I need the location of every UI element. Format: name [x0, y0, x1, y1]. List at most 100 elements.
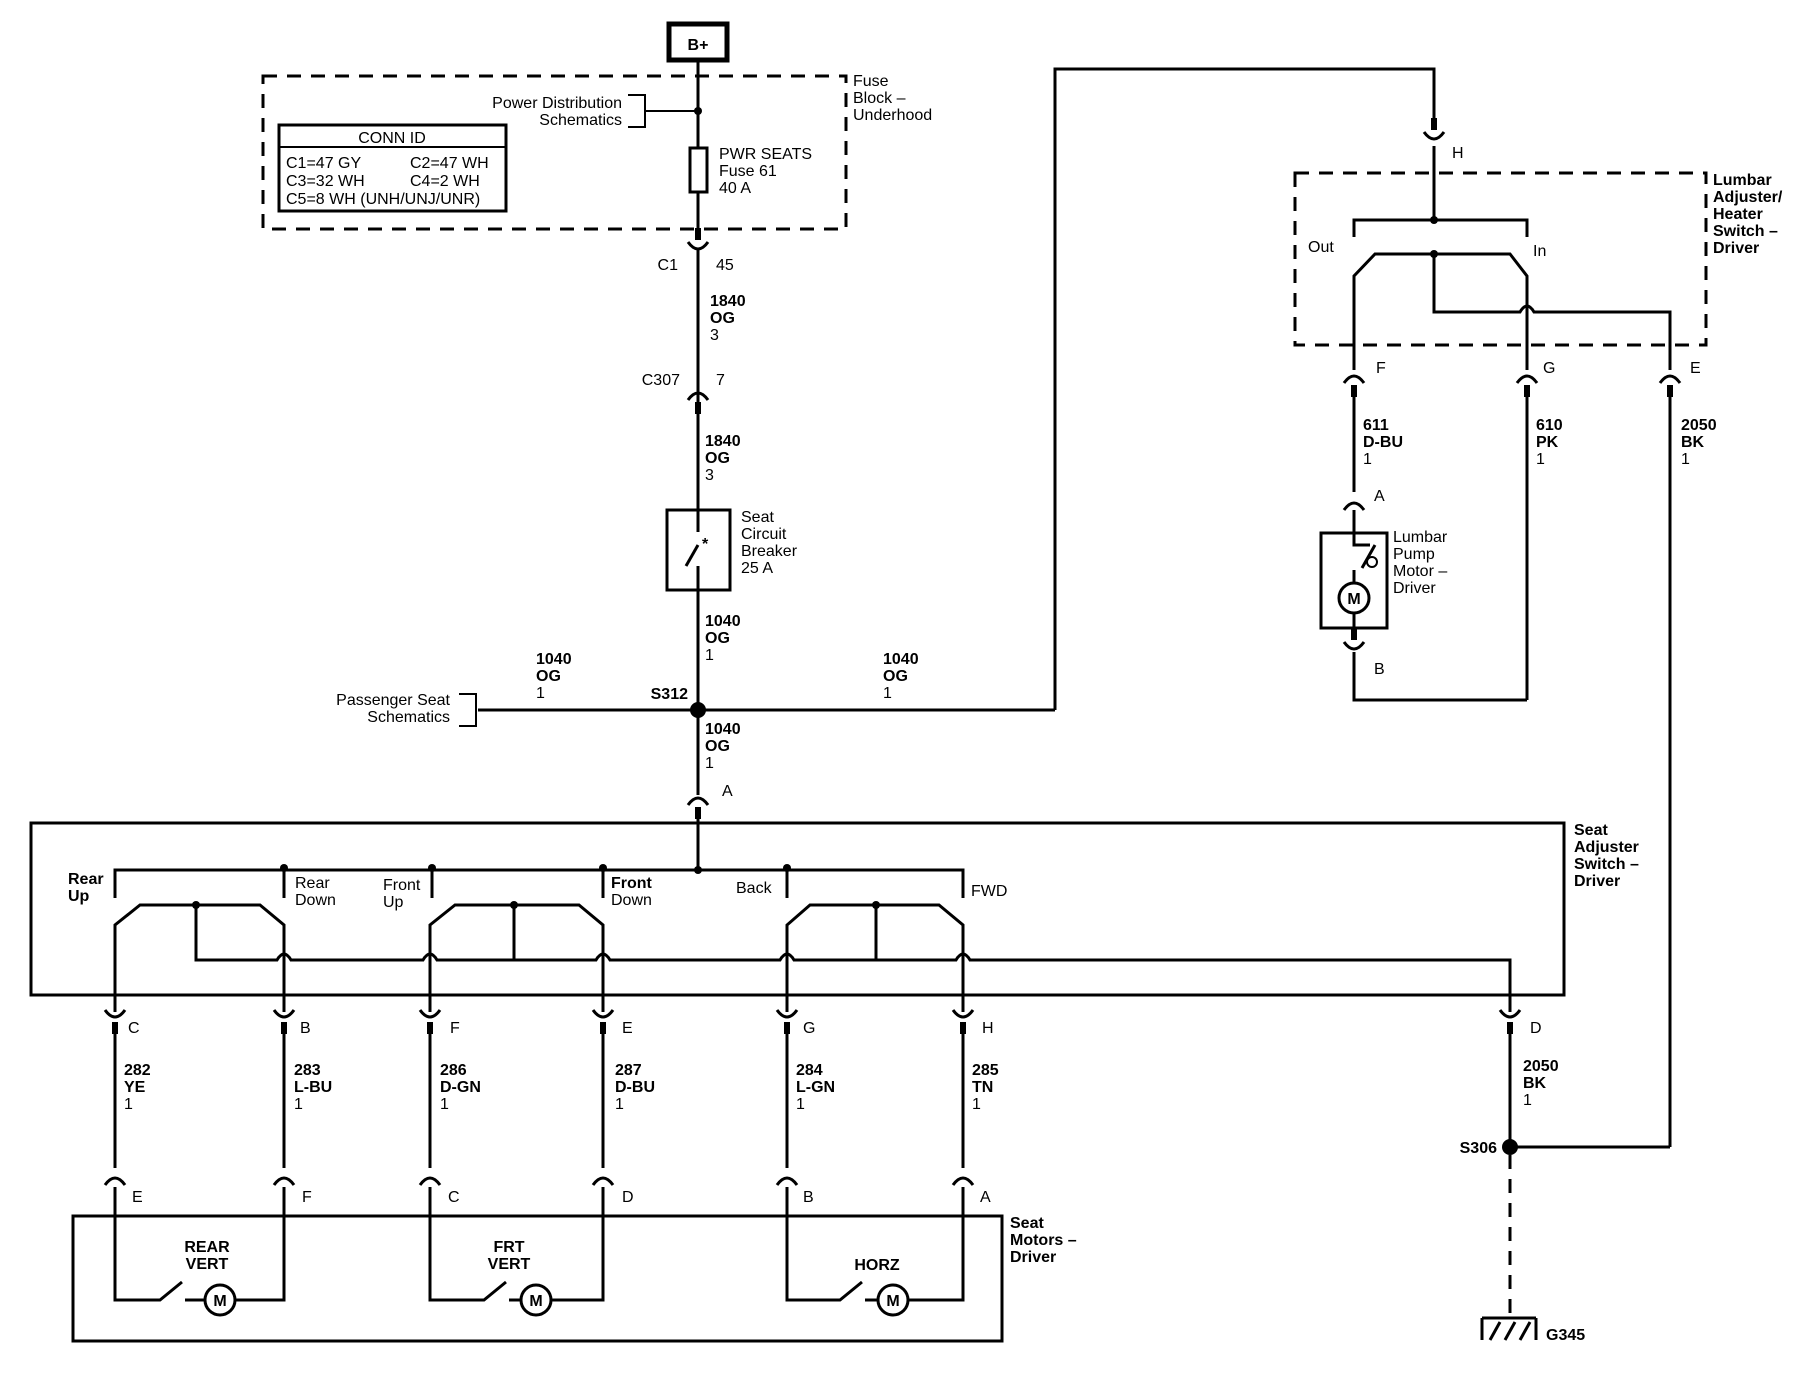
wire-283-gauge: 1	[294, 1096, 303, 1113]
wire-283-num: 283	[294, 1062, 321, 1079]
c1-pin-label: 45	[716, 257, 734, 274]
seat-motors-driver: E F C D B A Seat Motors – Driver M REAR …	[71, 1176, 1077, 1343]
switch-pin-b: B	[300, 1020, 311, 1037]
seat-switch-pin-a: A	[722, 783, 733, 800]
fuse-block-underhood: Fuse Block – Underhood Power Distributio…	[261, 73, 932, 231]
fuse-block-label-2: Block –	[853, 90, 906, 107]
fuse-block-label-3: Underhood	[853, 107, 932, 124]
pos-rear-down-1: Rear	[295, 875, 330, 892]
pos-rear-down-2: Down	[295, 892, 336, 909]
rear-vert-motor-symbol: M	[213, 1293, 226, 1310]
c307-label: C307	[642, 372, 680, 389]
conn-id-c4: C4=2 WH	[410, 173, 480, 190]
power-dist-bracket	[628, 94, 646, 128]
frt-vert-label-2: VERT	[488, 1256, 531, 1273]
svg-text:*: *	[702, 536, 709, 553]
lumbar-switch-label-2: Adjuster/	[1713, 189, 1783, 206]
wire-611-num: 611	[1363, 417, 1389, 434]
wire-1040-right-color: OG	[883, 668, 908, 685]
c307-pin-label: 7	[716, 372, 725, 389]
breaker-label-2: Circuit	[741, 526, 787, 543]
s312-label: S312	[651, 686, 688, 703]
pos-front-down-2: Down	[611, 892, 652, 909]
wire-1840b-gauge: 3	[705, 467, 714, 484]
switch-pin-h: H	[982, 1020, 994, 1037]
wire-2050-bot-color: BK	[1523, 1075, 1547, 1092]
wire-611-color: D-BU	[1363, 434, 1403, 451]
wire-282-gauge: 1	[124, 1096, 133, 1113]
wire-282-color: YE	[124, 1079, 146, 1096]
breaker-label-1: Seat	[741, 509, 774, 526]
pos-front-up-2: Up	[383, 894, 404, 911]
fuse-block-label-1: Fuse	[853, 73, 889, 90]
seat-switch-label-4: Driver	[1574, 873, 1620, 890]
motor-pin-b: B	[1374, 661, 1385, 678]
wire-285-num: 285	[972, 1062, 999, 1079]
conn-id-title: CONN ID	[358, 130, 426, 147]
lumbar-pin-h: H	[1452, 145, 1464, 162]
switch-pin-d: D	[1530, 1020, 1542, 1037]
seat-switch-pins: C B F E G H D	[103, 1009, 1542, 1037]
motor-pin-d: D	[622, 1189, 634, 1206]
wire-610-num: 610	[1536, 417, 1563, 434]
seat-motors-label-1: Seat	[1010, 1215, 1044, 1232]
connector-c1: C1 45	[658, 228, 734, 274]
rear-vert-label-2: VERT	[186, 1256, 229, 1273]
wire-287-num: 287	[615, 1062, 642, 1079]
seat-motors-label-2: Motors –	[1010, 1232, 1077, 1249]
passenger-label-2: Schematics	[367, 709, 450, 726]
motor-pin-e: E	[132, 1189, 143, 1206]
motor-pin-b: B	[803, 1189, 814, 1206]
pos-front-up-1: Front	[383, 877, 421, 894]
seat-switch-label-2: Adjuster	[1574, 839, 1639, 856]
wire-1040-down-gauge: 1	[705, 755, 714, 772]
wire-287-gauge: 1	[615, 1096, 624, 1113]
splice-s312	[690, 702, 706, 718]
wire-1040-right-gauge: 1	[883, 685, 892, 702]
wire-1840a-gauge: 3	[710, 327, 719, 344]
lumbar-adjuster-switch: Lumbar Adjuster/ Heater Switch – Driver …	[1293, 146, 1783, 347]
wire-285-gauge: 1	[972, 1096, 981, 1113]
lumbar-motor-symbol: M	[1347, 591, 1360, 608]
lumbar-motor-label-4: Driver	[1393, 580, 1436, 597]
wire-1040-right-num: 1040	[883, 651, 919, 668]
conn-id-c5: C5=8 WH (UNH/UNJ/UNR)	[286, 191, 480, 208]
wire-2050-top-gauge: 1	[1681, 451, 1690, 468]
lumbar-switch-label-1: Lumbar	[1713, 172, 1772, 189]
wire-1040-cb-color: OG	[705, 630, 730, 647]
battery-terminal: B+	[666, 21, 730, 63]
switch-pin-c: C	[128, 1020, 140, 1037]
wire-1040-left-num: 1040	[536, 651, 572, 668]
lumbar-switch-label-3: Heater	[1713, 206, 1763, 223]
pos-rear-up-2: Up	[68, 888, 90, 905]
breaker-label-4: 25 A	[741, 560, 773, 577]
battery-label: B+	[688, 37, 709, 54]
switch-pin-g: G	[803, 1020, 815, 1037]
horz-motor-symbol: M	[886, 1293, 899, 1310]
seat-adjuster-switch: Seat Adjuster Switch – Driver Rear Up Re…	[29, 819, 1639, 997]
wire-284-gauge: 1	[796, 1096, 805, 1113]
wire-285-color: TN	[972, 1079, 993, 1096]
motor-pin-c: C	[448, 1189, 460, 1206]
pos-rear-up-1: Rear	[68, 871, 104, 888]
seat-switch-label-1: Seat	[1574, 822, 1608, 839]
fuse-label-3: 40 A	[719, 180, 751, 197]
conn-id-c3: C3=32 WH	[286, 173, 365, 190]
wire-2050-top-num: 2050	[1681, 417, 1717, 434]
motor-pin-a: A	[980, 1189, 991, 1206]
wire-284-num: 284	[796, 1062, 823, 1079]
switch-pin-f: F	[450, 1020, 460, 1037]
pos-front-down-1: Front	[611, 875, 653, 892]
s306-label: S306	[1460, 1140, 1497, 1157]
lumbar-switch-pins: F G E	[1342, 360, 1701, 397]
wire-1840a-num: 1840	[710, 293, 746, 310]
conn-id-c2: C2=47 WH	[410, 155, 489, 172]
seat-adjuster-connector-a: A	[686, 783, 733, 819]
seat-motors-label-3: Driver	[1010, 1249, 1056, 1266]
rear-vert-label-1: REAR	[184, 1239, 230, 1256]
wire-2050-top-color: BK	[1681, 434, 1705, 451]
frt-vert-motor: M FRT VERT	[428, 1187, 605, 1317]
passenger-seat-reference: Passenger Seat Schematics	[336, 692, 477, 727]
seat-circuit-breaker: * Seat Circuit Breaker 25 A	[665, 508, 798, 592]
